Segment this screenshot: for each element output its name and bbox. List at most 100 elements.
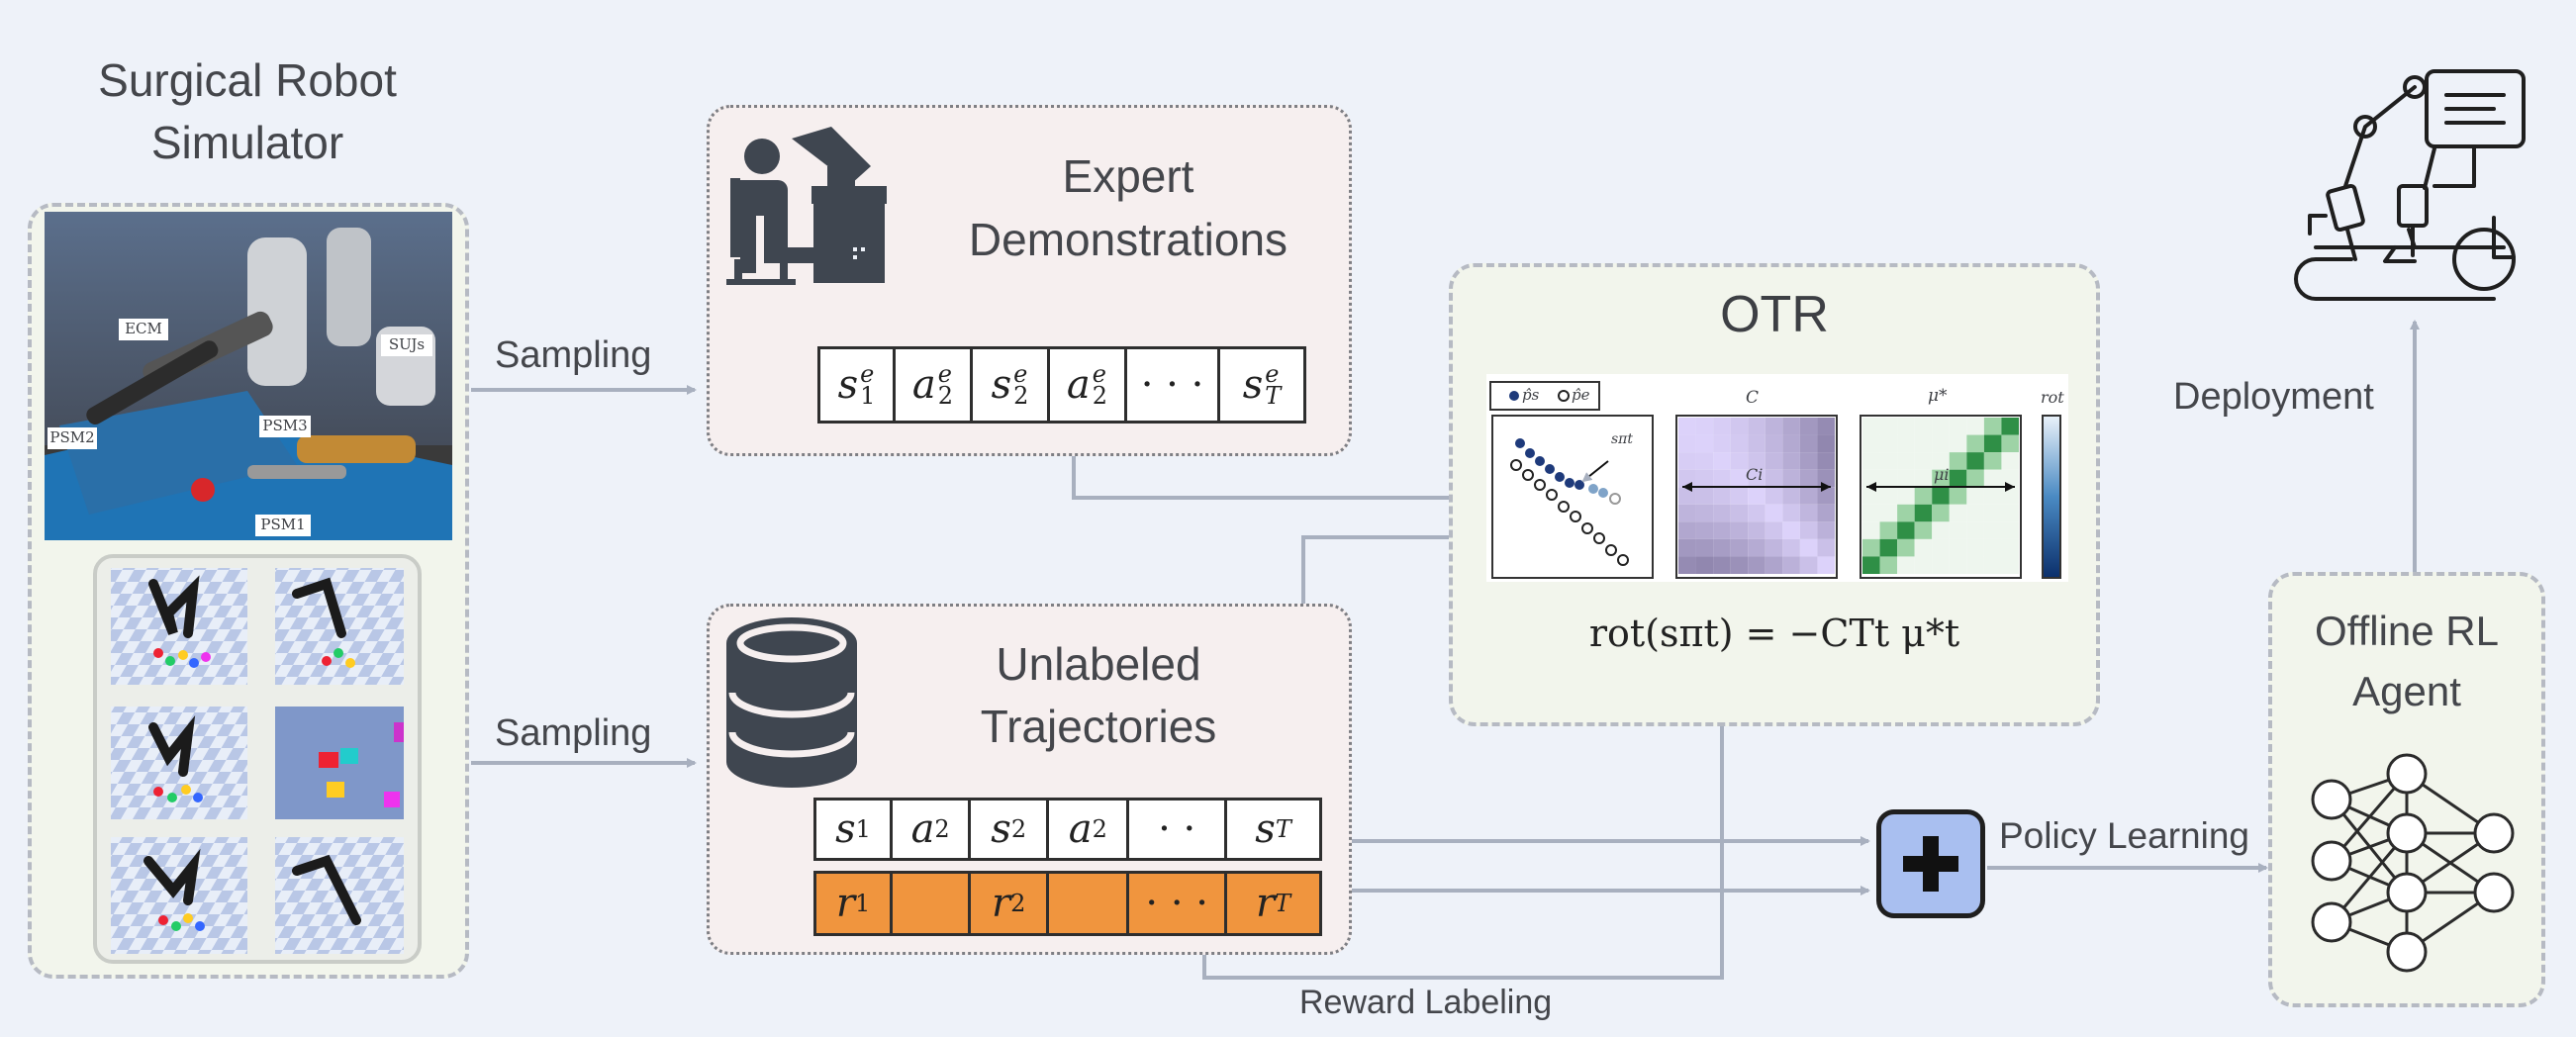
coupling-cell <box>1983 452 2002 470</box>
coupling-cell <box>1949 487 1967 505</box>
coupling-cell <box>1983 556 2002 574</box>
policy-learning-label: Policy Learning <box>1999 815 2249 856</box>
coupling-cell <box>1897 538 1915 557</box>
cost-cell <box>1695 469 1714 488</box>
unlabeled-title-line1: Unlabeled <box>996 638 1201 690</box>
unlabeled-title-line2: Trajectories <box>980 701 1217 753</box>
coupling-cell <box>1879 521 1898 539</box>
cost-cell <box>1713 469 1731 488</box>
simulator-title-line1: Surgical Robot <box>98 54 397 106</box>
coupling-cell <box>1879 469 1898 488</box>
coupling-cell <box>1966 469 1984 488</box>
expert-title: Expert Demonstrations <box>940 144 1316 272</box>
coupling-cell <box>1862 452 1880 470</box>
coupling-cell <box>1949 418 1967 435</box>
cost-cell <box>1782 504 1800 522</box>
coupling-cell <box>1914 434 1933 453</box>
coupling-cell <box>1932 469 1950 488</box>
cost-matrix-label: C <box>1746 388 1760 408</box>
state-cell: · · <box>1129 801 1228 858</box>
coupling-cell <box>1914 487 1933 505</box>
cost-cell <box>1765 556 1783 574</box>
coupling-cell <box>1879 504 1898 522</box>
cost-cell <box>1817 452 1835 470</box>
cost-cell <box>1730 434 1749 453</box>
coupling-cell <box>1879 452 1898 470</box>
coupling-cell <box>1862 538 1880 557</box>
cost-cell <box>1799 418 1818 435</box>
coupling-cell <box>2001 434 2019 453</box>
coupling-cell <box>1862 418 1880 435</box>
cost-cell <box>1817 504 1835 522</box>
coupling-cell <box>1949 538 1967 557</box>
agent-title-line2: Agent <box>2352 667 2461 714</box>
coupling-cell <box>2001 504 2019 522</box>
coupling-cell <box>1862 487 1880 505</box>
simulator-title-line2: Simulator <box>150 117 344 169</box>
coupling-cell <box>1914 452 1933 470</box>
reward-cell <box>893 874 972 933</box>
cost-cell <box>1730 504 1749 522</box>
coupling-cell <box>1966 434 1984 453</box>
cost-cell <box>1695 418 1714 435</box>
coupling-cell <box>1879 487 1898 505</box>
coupling-cell <box>1879 418 1898 435</box>
coupling-cell <box>1932 556 1950 574</box>
coupling-cell <box>1966 487 1984 505</box>
cost-cell <box>1730 469 1749 488</box>
cost-cell <box>1765 418 1783 435</box>
cost-cell <box>1782 469 1800 488</box>
cost-cell <box>1695 452 1714 470</box>
cost-cell <box>1782 538 1800 557</box>
expert-title-line1: Expert <box>1062 150 1194 202</box>
cost-cell <box>1730 538 1749 557</box>
cost-cell <box>1678 434 1696 453</box>
cost-cell <box>1817 538 1835 557</box>
otr-formula: rot(sπt) = −CTt μ*t <box>1588 612 1960 655</box>
sampling-top-label: Sampling <box>495 334 652 376</box>
state-pointer-label: sπt <box>1611 431 1634 447</box>
sampling-bottom-label: Sampling <box>495 712 652 754</box>
cost-cell <box>1765 469 1783 488</box>
cost-cell <box>1799 487 1818 505</box>
coupling-cell <box>2001 452 2019 470</box>
coupling-cell <box>1949 434 1967 453</box>
cost-cell <box>1817 434 1835 453</box>
combine-button <box>1876 809 1985 918</box>
coupling-cell <box>2001 418 2019 435</box>
coupling-cell <box>1966 452 1984 470</box>
coupling-cell <box>1897 504 1915 522</box>
coupling-cell <box>1949 452 1967 470</box>
cost-cell <box>1799 434 1818 453</box>
cost-cell <box>1817 556 1835 574</box>
coupling-cell <box>1879 434 1898 453</box>
reward-cell: · · · <box>1129 874 1228 933</box>
cost-cell <box>1748 418 1765 435</box>
cost-cell <box>1765 538 1783 557</box>
cost-cell <box>1748 434 1765 453</box>
cost-cell <box>1730 452 1749 470</box>
cost-cell <box>1713 538 1731 557</box>
coupling-cell <box>1949 556 1967 574</box>
cost-cell <box>1748 452 1765 470</box>
cost-cell <box>1678 521 1696 539</box>
simulator-title: Surgical Robot Simulator <box>40 49 455 175</box>
cost-cell <box>1817 487 1835 505</box>
scene-label-sujs: SUJs <box>388 335 426 353</box>
otr-title: OTR <box>1720 286 1829 343</box>
coupling-cell <box>1914 538 1933 557</box>
coupling-cell <box>1914 521 1933 539</box>
coupling-cell <box>1862 434 1880 453</box>
cost-cell <box>1748 521 1765 539</box>
